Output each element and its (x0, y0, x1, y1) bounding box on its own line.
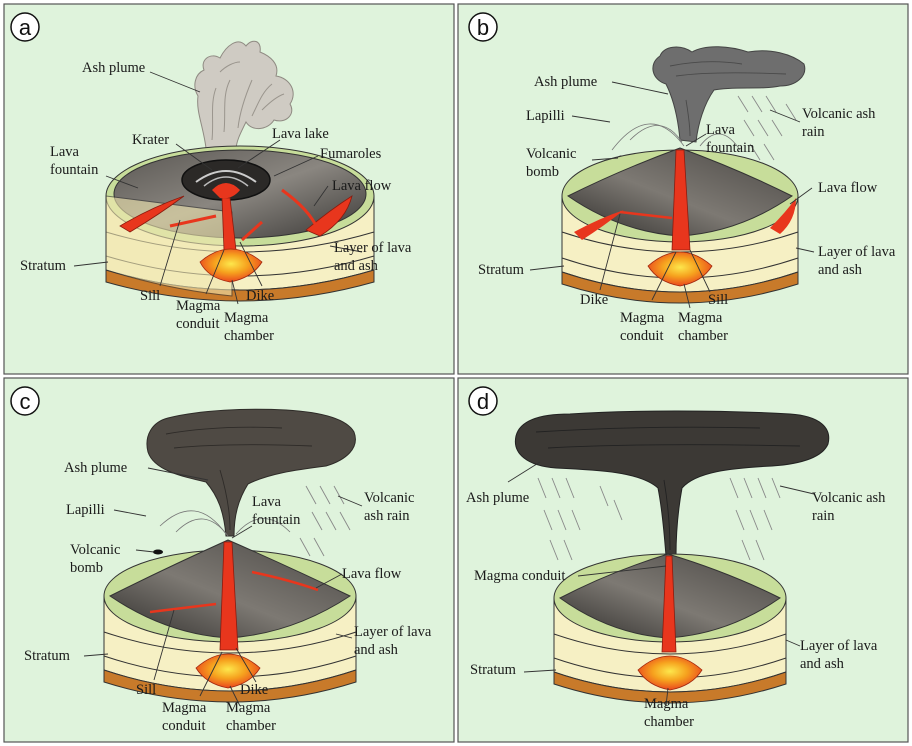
panel-b-letter: b (469, 13, 497, 41)
panel-c-letter: c (11, 387, 39, 415)
label-d-magma-conduit: Magma conduit (474, 568, 565, 584)
label-c-lava-fountain-2: fountain (252, 512, 301, 528)
label-a-lava-flow: Lava flow (332, 178, 392, 194)
panel-d: d (458, 378, 908, 742)
label-c-layer-2: and ash (354, 642, 399, 658)
label-c-lava-fountain-1: Lava (252, 494, 282, 510)
label-a-layer-2: and ash (334, 258, 379, 274)
volcano-block-c (104, 540, 356, 702)
label-b-lapilli: Lapilli (526, 108, 565, 124)
label-b-magma-conduit-2: conduit (620, 328, 664, 344)
label-c-lapilli: Lapilli (66, 502, 105, 518)
label-c-ash-plume: Ash plume (64, 460, 127, 476)
panel-b: b (458, 4, 908, 374)
label-c-magma-chamber-1: Magma (226, 700, 271, 716)
panel-c: c (4, 378, 454, 742)
label-d-magma-chamber-2: chamber (644, 714, 694, 730)
label-d-ash-rain-1: Volcanic ash (812, 490, 886, 506)
label-b-stratum: Stratum (478, 262, 525, 278)
label-a-layer-1: Layer of lava (334, 240, 412, 256)
label-a-magma-chamber-1: Magma (224, 310, 269, 326)
panel-a: a (4, 4, 454, 374)
label-c-volcanic-bomb-1: Volcanic (70, 542, 120, 558)
label-b-layer-1: Layer of lava (818, 244, 896, 260)
label-b-volcanic-bomb-2: bomb (526, 164, 559, 180)
label-b-magma-chamber-1: Magma (678, 310, 723, 326)
label-b-lava-fountain-1: Lava (706, 122, 736, 138)
label-c-sill: Sill (136, 682, 156, 698)
label-b-dike: Dike (580, 292, 608, 308)
label-b-ash-plume: Ash plume (534, 74, 597, 90)
panel-b-letter-text: b (477, 15, 489, 40)
volcano-block-a (106, 146, 374, 301)
label-a-lava-fountain-1: Lava (50, 144, 80, 160)
label-b-layer-2: and ash (818, 262, 863, 278)
label-b-lava-flow: Lava flow (818, 180, 878, 196)
panel-d-letter: d (469, 387, 497, 415)
label-d-stratum: Stratum (470, 662, 517, 678)
panel-a-letter: a (11, 13, 39, 41)
label-a-magma-conduit-2: conduit (176, 316, 220, 332)
label-b-ash-rain-1: Volcanic ash (802, 106, 876, 122)
label-c-ash-rain-2: ash rain (364, 508, 410, 524)
label-b-magma-chamber-2: chamber (678, 328, 728, 344)
label-c-volcanic-bomb-2: bomb (70, 560, 103, 576)
label-c-magma-conduit-1: Magma (162, 700, 207, 716)
label-b-magma-conduit-1: Magma (620, 310, 665, 326)
label-a-dike: Dike (246, 288, 274, 304)
label-b-ash-rain-2: rain (802, 124, 825, 140)
label-d-layer-2: and ash (800, 656, 845, 672)
label-a-magma-chamber-2: chamber (224, 328, 274, 344)
label-b-lava-fountain-2: fountain (706, 140, 755, 156)
panel-d-letter-text: d (477, 389, 489, 414)
label-c-ash-rain-1: Volcanic (364, 490, 414, 506)
label-c-magma-conduit-2: conduit (162, 718, 206, 734)
label-a-stratum: Stratum (20, 258, 67, 274)
label-d-magma-chamber-1: Magma (644, 696, 689, 712)
label-b-sill: Sill (708, 292, 728, 308)
volcanic-bomb-c (153, 550, 163, 555)
label-c-magma-chamber-2: chamber (226, 718, 276, 734)
label-a-krater: Krater (132, 132, 169, 148)
volcano-block-b (562, 148, 798, 303)
label-d-ash-plume: Ash plume (466, 490, 529, 506)
label-a-lava-lake: Lava lake (272, 126, 329, 142)
label-a-sill: Sill (140, 288, 160, 304)
label-d-ash-rain-2: rain (812, 508, 835, 524)
volcano-block-d (554, 554, 786, 703)
label-d-layer-1: Layer of lava (800, 638, 878, 654)
label-c-lava-flow: Lava flow (342, 566, 402, 582)
label-a-ash-plume: Ash plume (82, 60, 145, 76)
panel-c-letter-text: c (20, 389, 31, 414)
label-a-magma-conduit-1: Magma (176, 298, 221, 314)
label-b-volcanic-bomb-1: Volcanic (526, 146, 576, 162)
label-c-stratum: Stratum (24, 648, 71, 664)
label-a-lava-fountain-2: fountain (50, 162, 99, 178)
label-a-fumaroles: Fumaroles (320, 146, 382, 162)
label-c-layer-1: Layer of lava (354, 624, 432, 640)
panel-a-letter-text: a (19, 15, 32, 40)
label-c-dike: Dike (240, 682, 268, 698)
